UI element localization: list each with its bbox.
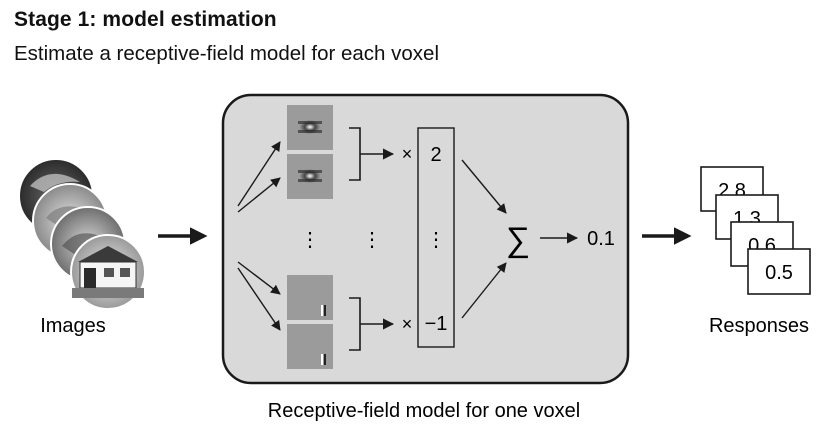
ellipsis-filters: ⋮ bbox=[300, 229, 320, 251]
filter-1 bbox=[287, 105, 333, 150]
weight-value-2: −1 bbox=[425, 313, 448, 335]
response-card-4: 0.5 bbox=[747, 248, 811, 295]
responses-label: Responses bbox=[709, 315, 809, 337]
filter-4 bbox=[287, 324, 333, 369]
house-picture bbox=[72, 246, 144, 298]
filter-2 bbox=[287, 154, 333, 199]
model-caption: Receptive-field model for one voxel bbox=[268, 400, 580, 422]
model-output: 0.1 bbox=[587, 228, 615, 250]
sum-symbol: ∑ bbox=[506, 221, 530, 259]
input-arrows bbox=[237, 141, 281, 331]
stimulus-image-4 bbox=[70, 234, 146, 310]
weight-value-1: 2 bbox=[430, 144, 441, 166]
stage-title: Stage 1: model estimation bbox=[14, 8, 277, 31]
bracket-bottom bbox=[349, 297, 395, 351]
weight-vector-box bbox=[417, 127, 455, 348]
bracket-top bbox=[349, 127, 395, 181]
sum-arrows bbox=[461, 159, 507, 319]
multiply-sign-2: × bbox=[402, 314, 413, 334]
stage-subtitle: Estimate a receptive-field model for eac… bbox=[14, 42, 440, 65]
images-label: Images bbox=[40, 315, 106, 337]
ellipsis-brackets: ⋮ bbox=[362, 229, 382, 251]
multiply-sign-1: × bbox=[402, 144, 413, 164]
stimulus-images bbox=[18, 158, 146, 310]
response-value-4: 0.5 bbox=[765, 262, 793, 284]
ellipsis-weights: ⋮ bbox=[426, 229, 446, 251]
filter-3 bbox=[287, 275, 333, 320]
